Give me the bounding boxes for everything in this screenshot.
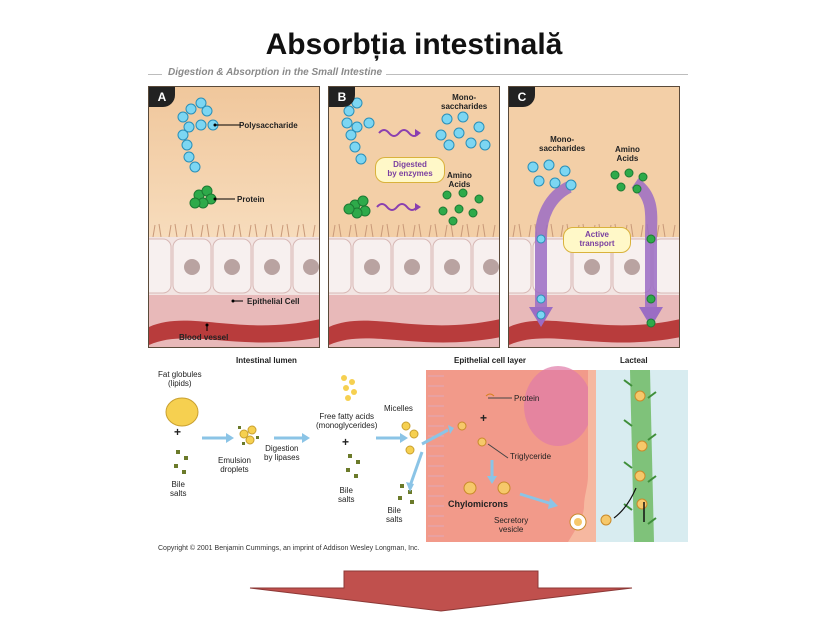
amino-acids-label-c: Amino Acids: [615, 145, 640, 163]
free-fatty-acids-label: Free fatty acids (monoglycerides): [316, 412, 378, 430]
secretory-vesicle-label: Secretory vesicle: [494, 516, 529, 534]
monosaccharides-label-c: Mono- saccharides: [539, 135, 586, 153]
blood-vessel-label: Blood vessel: [179, 333, 229, 342]
panel-b-letter: B: [329, 87, 355, 107]
protein-label-fat: Protein: [514, 394, 540, 403]
panel-b: B Mono- saccharides Digested by enzymes …: [328, 86, 500, 348]
plus-sign-2: +: [342, 435, 350, 449]
triglyceride-label: Triglyceride: [510, 452, 552, 461]
fat-globules-label: Fat globules (lipids): [158, 370, 202, 388]
protein-label: Protein: [237, 195, 265, 204]
copyright-notice: Copyright © 2001 Benjamin Cummings, an i…: [158, 545, 420, 552]
digestion-panels: A Polysaccharide Protein Epithelial Cell…: [148, 86, 682, 348]
plus-sign-1: +: [174, 425, 182, 439]
epithelial-cell-label: Epithelial Cell: [247, 297, 300, 306]
panel-a: A Polysaccharide Protein Epithelial Cell…: [148, 86, 320, 348]
panel-c: C Mono- saccharides Amino Acids Active t…: [508, 86, 680, 348]
amino-acids-label-b: Amino Acids: [447, 171, 472, 189]
bile-salts-label-3: Bile salts: [386, 506, 403, 524]
intestinal-lumen-header: Intestinal lumen: [236, 356, 297, 365]
panel-c-illustration: [509, 87, 679, 347]
bile-salts-label-2: Bile salts: [338, 486, 355, 504]
active-transport-label: Active transport: [563, 227, 631, 253]
polysaccharide-label: Polysaccharide: [239, 121, 298, 130]
lacteal-header: Lacteal: [620, 356, 648, 365]
bile-salts-label-1: Bile salts: [170, 480, 187, 498]
epithelial-layer-header: Epithelial cell layer: [454, 356, 527, 365]
digested-by-enzymes-label: Digested by enzymes: [375, 157, 445, 183]
panel-a-letter: A: [149, 87, 175, 107]
figure-header: Digestion & Absorption in the Small Inte…: [148, 66, 688, 82]
down-arrow-icon: [249, 570, 633, 612]
micelles-label: Micelles: [384, 404, 413, 413]
fat-absorption-diagram: Intestinal lumen Epithelial cell layer L…: [148, 356, 688, 556]
plus-sign-3: +: [480, 411, 488, 425]
emulsion-droplets-label: Emulsion droplets: [218, 456, 251, 474]
figure-header-text: Digestion & Absorption in the Small Inte…: [164, 67, 387, 78]
panel-a-illustration: [149, 87, 319, 347]
monosaccharides-label-b: Mono- saccharides: [441, 93, 488, 111]
chylomicrons-label: Chylomicrons: [448, 499, 509, 509]
panel-b-illustration: [329, 87, 499, 347]
panel-c-letter: C: [509, 87, 535, 107]
digestion-by-lipases-label: Digestion by lipases: [264, 444, 300, 462]
slide-title: Absorbția intestinală: [265, 28, 563, 61]
fat-absorption-illustration: [165, 366, 688, 542]
